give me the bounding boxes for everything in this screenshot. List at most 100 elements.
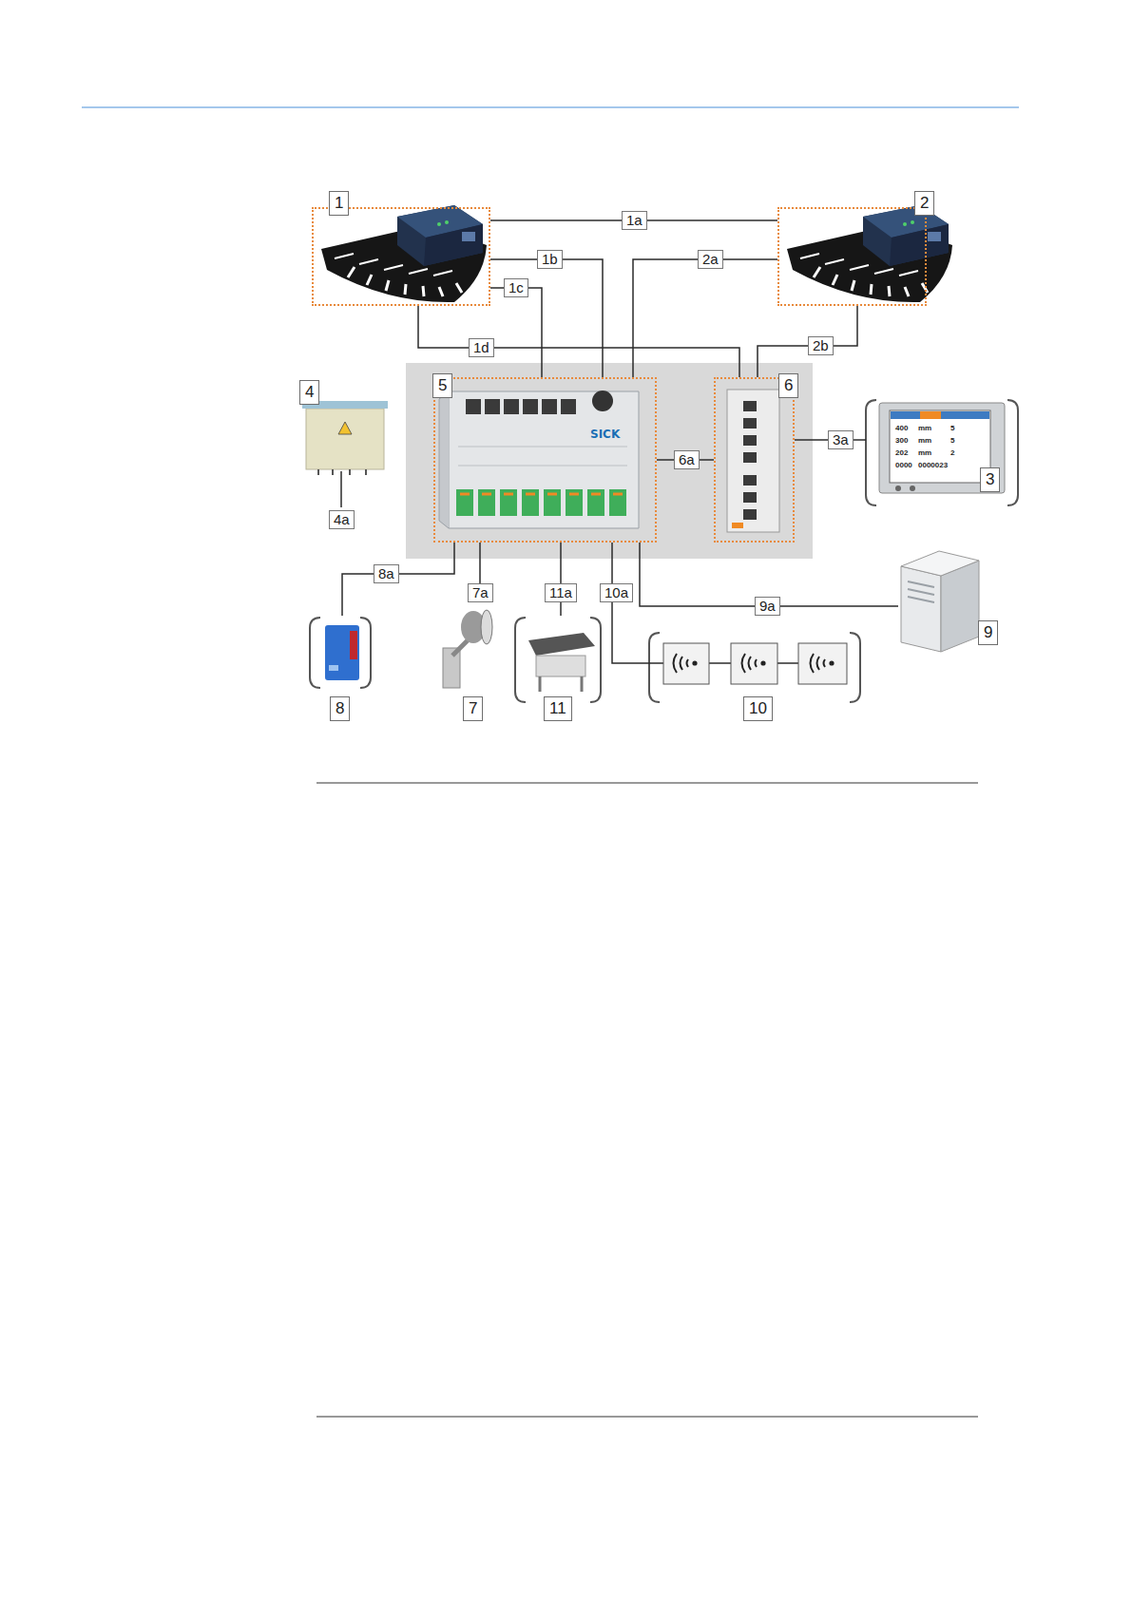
callout-number: 4 bbox=[299, 380, 320, 405]
callout-number: 1 bbox=[328, 191, 349, 216]
wireless-devices bbox=[649, 633, 861, 703]
ethernet-switch bbox=[743, 401, 757, 412]
wireless-devices bbox=[777, 662, 799, 665]
controller-device bbox=[460, 493, 623, 497]
controller-device bbox=[541, 399, 557, 415]
connector-line bbox=[757, 306, 858, 378]
connector-label: 1c bbox=[503, 278, 529, 298]
callout-number: 6 bbox=[778, 373, 799, 399]
scanner-tray bbox=[786, 205, 953, 303]
display-unit bbox=[895, 485, 902, 492]
ethernet-switch bbox=[727, 389, 780, 533]
wireless-devices bbox=[691, 660, 697, 666]
display-unit bbox=[865, 400, 1018, 506]
screen-value: 400 bbox=[895, 423, 908, 434]
connector-line bbox=[559, 542, 562, 616]
controller-device bbox=[465, 399, 481, 415]
wireless-devices bbox=[649, 662, 664, 665]
connector-label: 10a bbox=[599, 583, 634, 603]
connector-label: 6a bbox=[673, 450, 700, 470]
controller-device bbox=[448, 391, 639, 529]
host-computer bbox=[901, 551, 979, 653]
table-rule bbox=[316, 783, 979, 785]
device-group: 5 bbox=[433, 377, 657, 543]
callout-number: 9 bbox=[978, 620, 998, 646]
device: 8 bbox=[309, 615, 371, 691]
host-computer bbox=[907, 581, 935, 603]
screen-value: 0000 bbox=[895, 460, 913, 471]
display-unit bbox=[909, 485, 916, 492]
connector-line bbox=[490, 259, 603, 378]
conveyor-scale bbox=[528, 633, 595, 656]
display-unit bbox=[889, 410, 991, 483]
power-supply bbox=[318, 469, 366, 476]
device: 11 bbox=[515, 615, 601, 705]
wireless-devices bbox=[649, 633, 861, 703]
screen-unit: mm bbox=[918, 436, 932, 446]
controller-device bbox=[439, 390, 639, 529]
connector-label: 11a bbox=[544, 583, 577, 603]
callout-number: 5 bbox=[432, 373, 453, 399]
controller-device bbox=[560, 399, 576, 415]
wireless-devices bbox=[709, 662, 731, 665]
display-unit bbox=[879, 402, 1005, 494]
signal-lamp bbox=[480, 610, 493, 645]
wireless-devices bbox=[673, 653, 690, 673]
connector-line bbox=[612, 542, 650, 664]
ethernet-switch bbox=[727, 389, 780, 533]
scanner-tray bbox=[321, 205, 487, 303]
connector-label: 2b bbox=[807, 336, 834, 356]
screen-unit: mm bbox=[918, 423, 932, 434]
controller-device bbox=[522, 399, 538, 415]
callout-number: 8 bbox=[329, 696, 350, 722]
device-group: 1 bbox=[311, 207, 491, 307]
ethernet-switch bbox=[743, 452, 757, 463]
connector-label: 8a bbox=[373, 564, 400, 584]
connector-line bbox=[633, 259, 778, 378]
screen-value: 5 bbox=[950, 436, 955, 446]
host-computer bbox=[901, 551, 979, 576]
control-cabinet-panel bbox=[405, 363, 813, 559]
connector-label: 1b bbox=[537, 249, 563, 269]
power-supply bbox=[338, 422, 352, 435]
photoelectric-sensor bbox=[349, 631, 358, 660]
connector-label: 1d bbox=[468, 338, 495, 358]
photoelectric-sensor bbox=[309, 617, 371, 689]
connector-label: 2a bbox=[697, 249, 724, 269]
device: 9 bbox=[898, 549, 980, 653]
screen-value: 0000023 bbox=[918, 460, 948, 471]
display-unit bbox=[865, 400, 1018, 506]
wireless-devices bbox=[810, 653, 826, 673]
signal-lamp bbox=[452, 638, 470, 656]
screen-value: 5 bbox=[950, 423, 955, 434]
display-unit bbox=[890, 411, 990, 420]
photoelectric-sensor bbox=[325, 625, 360, 681]
wireless-devices bbox=[742, 653, 758, 673]
callout-number: 2 bbox=[914, 191, 935, 216]
conveyor-scale bbox=[536, 655, 586, 677]
connector-line bbox=[418, 306, 740, 378]
conveyor-scale bbox=[539, 676, 582, 692]
connector-label: 3a bbox=[827, 430, 854, 450]
callout-number: 7 bbox=[462, 696, 483, 722]
ethernet-switch bbox=[743, 475, 757, 486]
connector-line bbox=[490, 287, 542, 378]
callout-number: 10 bbox=[743, 696, 773, 722]
conveyor-scale bbox=[515, 617, 601, 703]
signal-lamp bbox=[442, 610, 493, 689]
wireless-devices bbox=[760, 660, 766, 666]
device: 3 bbox=[865, 398, 1018, 508]
controller-device bbox=[439, 391, 449, 529]
host-computer bbox=[901, 566, 941, 653]
conveyor-scale bbox=[515, 617, 601, 703]
wireless-devices bbox=[730, 643, 778, 685]
power-supply bbox=[306, 408, 384, 470]
screen-value: 300 bbox=[895, 436, 908, 446]
device-group: 6 bbox=[713, 377, 795, 543]
display-unit bbox=[920, 411, 941, 420]
photoelectric-sensor bbox=[328, 665, 339, 672]
screen-value: 202 bbox=[895, 448, 908, 459]
device-group: 2 bbox=[777, 207, 927, 307]
